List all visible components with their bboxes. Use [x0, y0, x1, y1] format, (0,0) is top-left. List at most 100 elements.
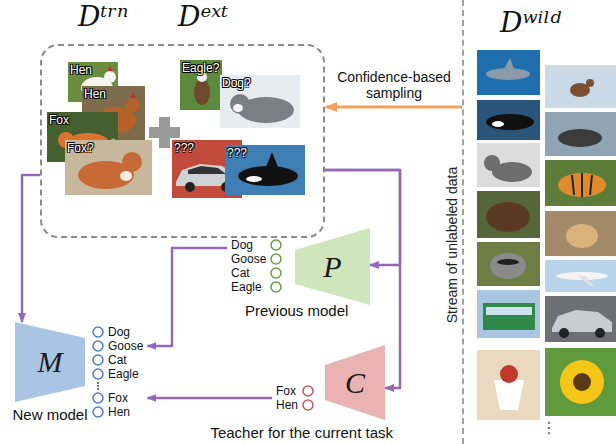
shark [486, 68, 530, 80]
image-label: ??? [227, 146, 247, 160]
hen-head [126, 98, 140, 112]
output-neuron [92, 391, 104, 405]
unlabeled-stream: DʷⁱˡᵈStream of unlabeled data [462, 0, 616, 444]
hen-comb [130, 93, 136, 98]
connector [326, 106, 462, 109]
shark-photo [477, 50, 540, 95]
dot [97, 382, 99, 384]
hamster-photo [545, 211, 616, 256]
output-neuron [92, 367, 104, 381]
image-label: Dog? [222, 76, 251, 90]
output-neuron [270, 266, 282, 280]
hen-head [104, 71, 116, 83]
car-photo [545, 296, 616, 342]
neuron-circle [271, 282, 281, 292]
class-label: Dog [108, 325, 143, 339]
eagle-body [194, 79, 210, 105]
output-neuron [302, 398, 314, 412]
car-wheel [559, 328, 569, 338]
neuron-circle [93, 355, 103, 365]
photo-ground [220, 75, 300, 128]
orca-patch [492, 121, 504, 127]
plane-wing [578, 276, 594, 286]
photo-ground [225, 145, 305, 195]
class-label: Eagle [108, 367, 143, 381]
dog-head [230, 94, 250, 114]
dog-photo [220, 75, 300, 128]
raccoon-photo [477, 242, 540, 286]
class-label: Fox [108, 391, 143, 405]
image-tile: Fox? [65, 140, 152, 195]
output-neuron [92, 339, 104, 353]
car-wheel [595, 328, 605, 338]
image-tile: Dog? [220, 75, 300, 128]
class-label: Hen [276, 398, 298, 412]
edge-label: Confidence-based sampling [328, 69, 460, 101]
fox-head [122, 152, 142, 172]
image-label: Hen [70, 63, 92, 77]
seal-photo [545, 112, 616, 156]
output-layer: DogGooseCatEagle [227, 238, 282, 294]
neuron-circle [303, 400, 313, 410]
model-caption: New model [12, 406, 87, 423]
bird-photo [545, 65, 616, 108]
neuron-circle [93, 407, 103, 417]
shark-fin [504, 58, 514, 69]
bear [486, 202, 530, 232]
neuron-circle [303, 386, 313, 396]
orca-patch [246, 176, 262, 182]
class-label: Eagle [231, 280, 266, 294]
bus-windows [486, 307, 532, 315]
raccoon [490, 253, 526, 279]
stream-photos [477, 50, 616, 420]
connector [147, 248, 227, 346]
class-label: Goose [231, 252, 266, 266]
output-neuron [92, 405, 104, 419]
raccoon-mask [497, 259, 519, 265]
dataset-heading: Dᵗʳⁿ [78, 0, 128, 34]
neuron-circle [271, 268, 281, 278]
connector [147, 397, 272, 400]
output-neuron [92, 325, 104, 339]
dessert-cup [494, 380, 524, 410]
orca [486, 114, 534, 130]
dot [97, 388, 99, 390]
car [552, 310, 612, 332]
hen-comb [107, 66, 113, 71]
image-label: ??? [174, 141, 194, 155]
neuron-circle [93, 393, 103, 403]
photo-ground [65, 140, 152, 195]
bear-photo [477, 191, 540, 238]
orca-fin [266, 152, 278, 167]
class-label: Cat [108, 353, 143, 367]
output-neuron [270, 238, 282, 252]
trapezoid-shape [295, 228, 370, 305]
new-model-box: MNew model [15, 322, 85, 402]
image-tile: Eagle? [180, 60, 222, 110]
photo-ground [180, 60, 222, 110]
seal [558, 129, 602, 147]
image-label: Fox [49, 113, 69, 127]
continuation-mark: ⋮ [541, 419, 557, 437]
hamster [566, 224, 598, 248]
dessert-top [500, 365, 518, 383]
dessert-photo [477, 350, 540, 420]
output-neuron [270, 280, 282, 294]
ellipsis-dots [92, 381, 104, 391]
output-layer: DogGooseCatEagleFoxHen [92, 325, 147, 419]
neuron-circle [93, 369, 103, 379]
dataset-heading: Dʷⁱˡᵈ [500, 6, 561, 40]
orca-photo [477, 100, 540, 140]
eagle-photo [180, 60, 222, 110]
trapezoid-shape [325, 345, 385, 420]
sunflower-petals [560, 360, 604, 404]
output-layer: FoxHen [272, 384, 314, 412]
sunflower-photo [545, 348, 616, 416]
car-window [188, 166, 226, 174]
husky-head [484, 155, 500, 171]
class-label: Hen [108, 405, 143, 419]
neuron-circle [271, 254, 281, 264]
dataset-heading: Dᵉˣᵗ [178, 0, 228, 34]
